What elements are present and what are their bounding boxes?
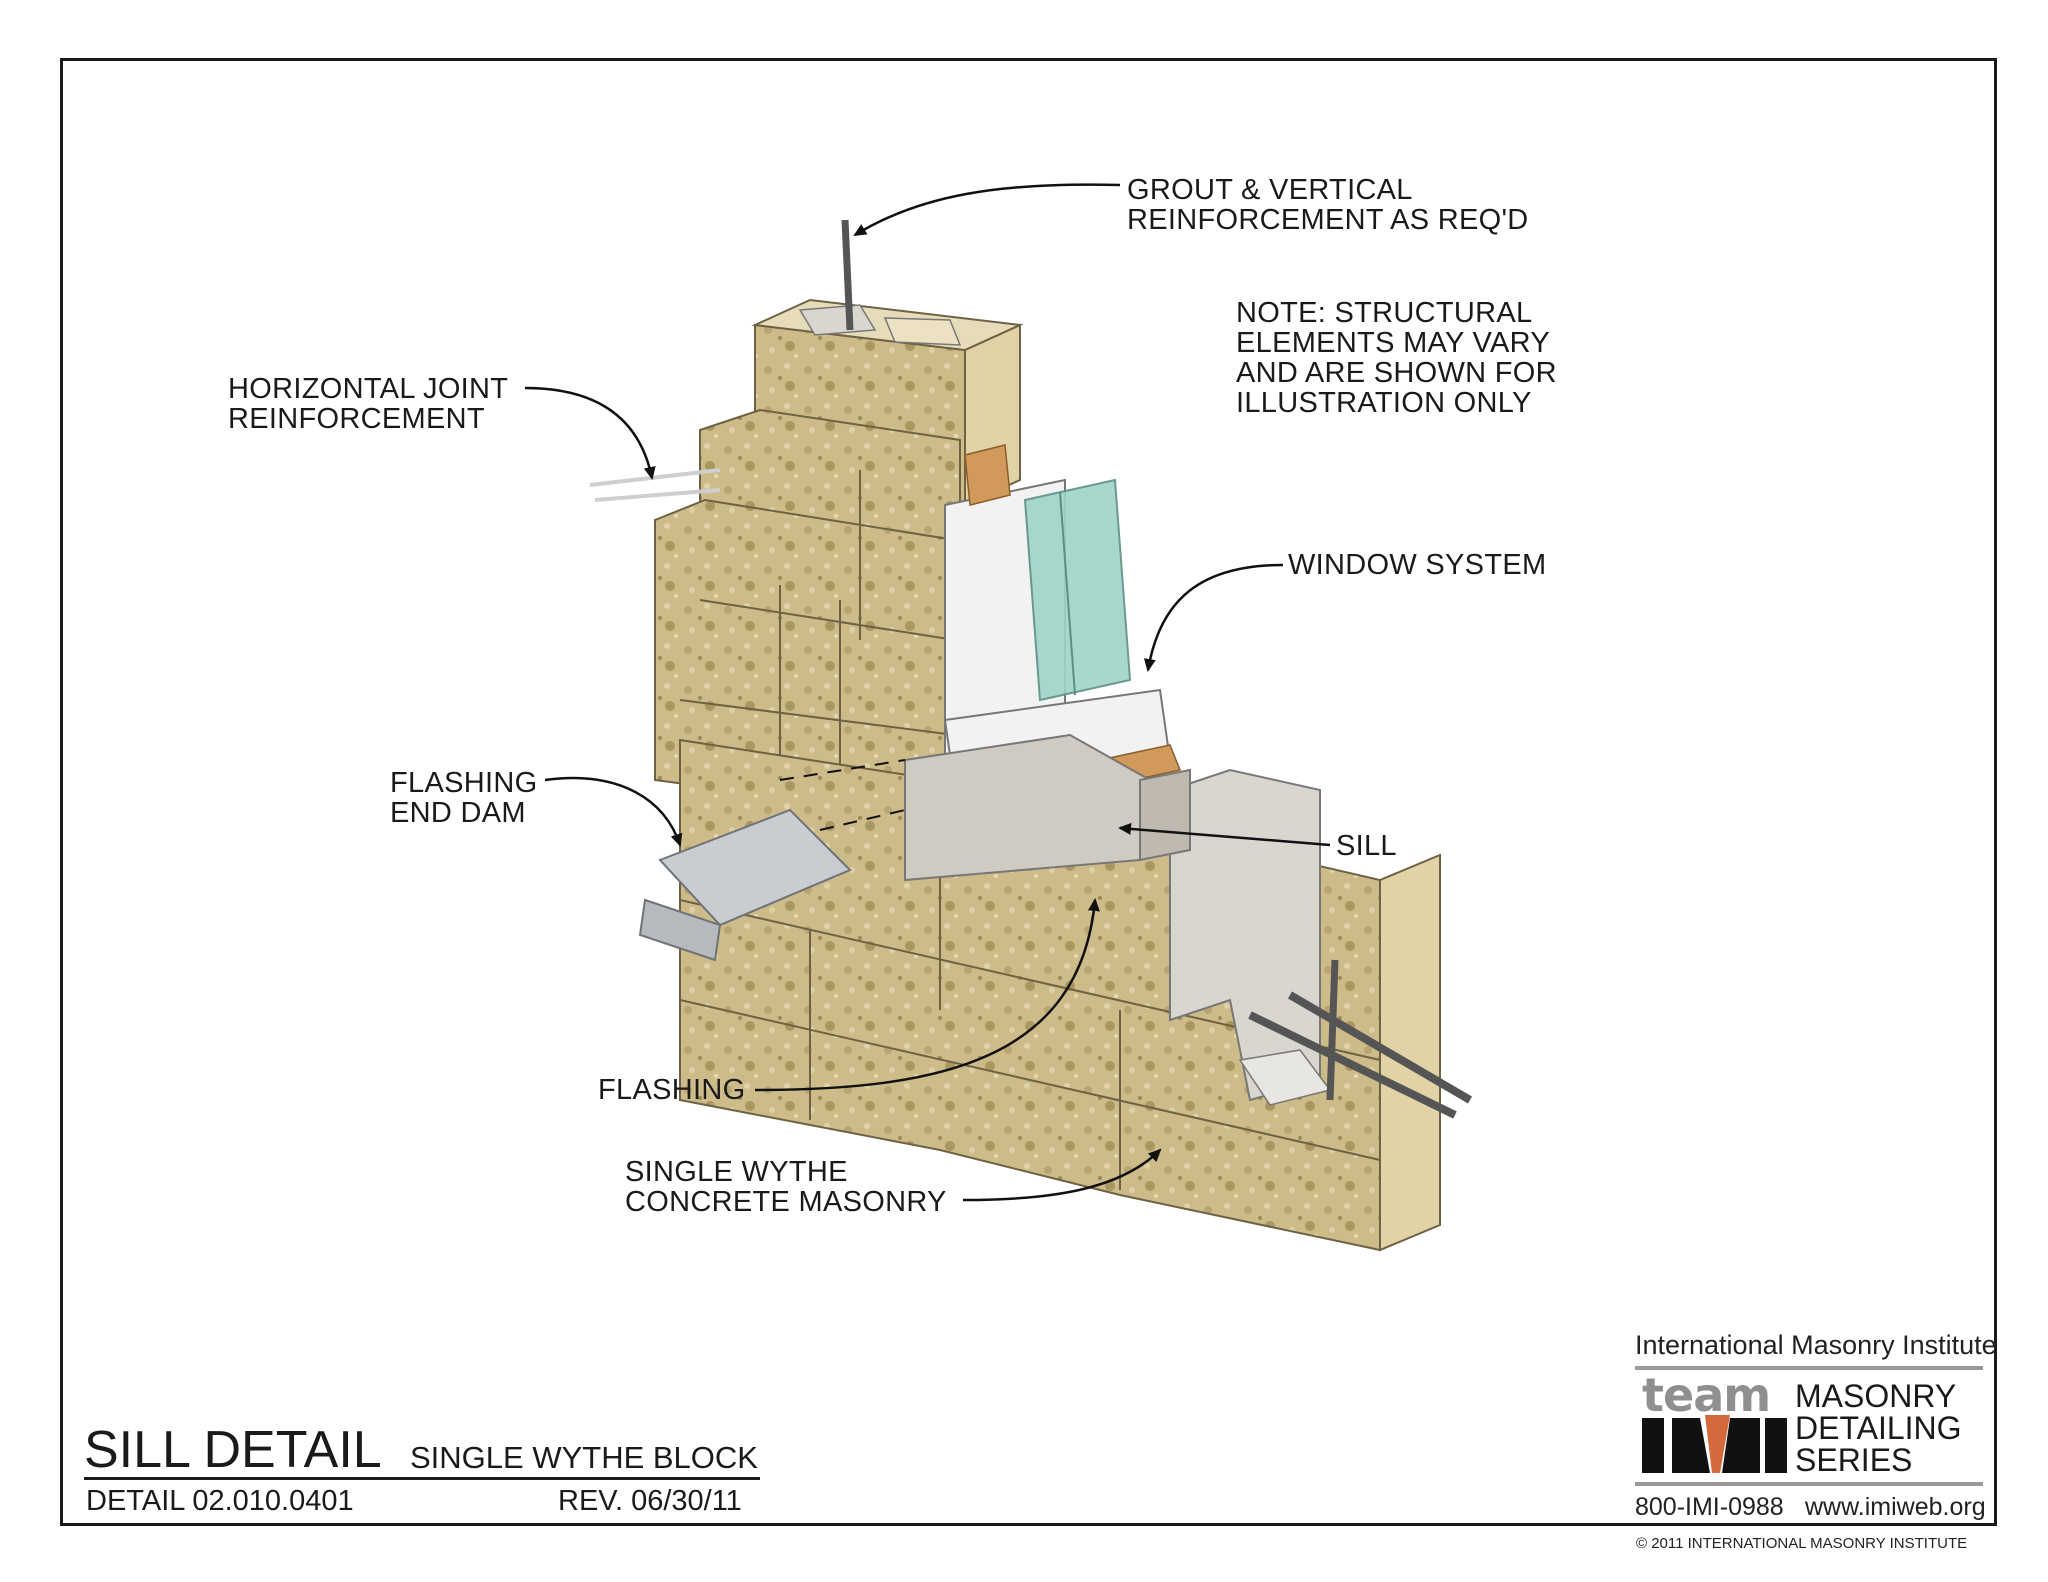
drawing-title: SILL DETAIL — [84, 1421, 382, 1479]
logo-organization-name: International Masonry Institute — [1635, 1330, 1997, 1360]
drawing-border — [60, 58, 1997, 1526]
leader-window-system — [1143, 563, 1284, 672]
leader-horizontal-joint — [524, 386, 656, 480]
drawing-subtitle: SINGLE WYTHE BLOCK — [410, 1440, 758, 1475]
logo-rule-top — [1635, 1366, 1983, 1370]
sill-unit — [904, 733, 1191, 882]
window-frame — [943, 444, 1182, 792]
vertical-rebar — [841, 219, 1339, 1101]
imi-logo-mark — [1642, 1415, 1787, 1473]
logo-website: www.imiweb.org — [1805, 1493, 1986, 1521]
detail-number: DETAIL 02.010.0401 — [86, 1485, 354, 1517]
leader-flashing-end-dam — [544, 776, 683, 847]
leader-sill — [1118, 822, 1331, 847]
horizontal-rebar — [1248, 991, 1473, 1119]
leader-single-wythe — [962, 1148, 1162, 1202]
leader-flashing — [754, 898, 1100, 1092]
logo-rule-bottom — [1635, 1482, 1983, 1486]
logo-team-word: team — [1642, 1368, 1771, 1422]
callout-sill: SILL — [1336, 830, 1397, 862]
copyright-notice: © 2011 INTERNATIONAL MASONRY INSTITUTE — [1636, 1535, 1968, 1552]
lower-block-wall — [679, 738, 1441, 1252]
leader-grout — [853, 183, 1121, 237]
logo-phone: 800-IMI-0988 — [1635, 1493, 1784, 1521]
left-block-courses — [654, 408, 961, 822]
title-divider — [84, 1477, 760, 1480]
callout-flashing: FLASHING — [598, 1074, 746, 1106]
revision-date: REV. 06/30/11 — [558, 1485, 742, 1517]
callout-window-system: WINDOW SYSTEM — [1288, 549, 1547, 581]
flashing-end-dam — [638, 759, 906, 962]
